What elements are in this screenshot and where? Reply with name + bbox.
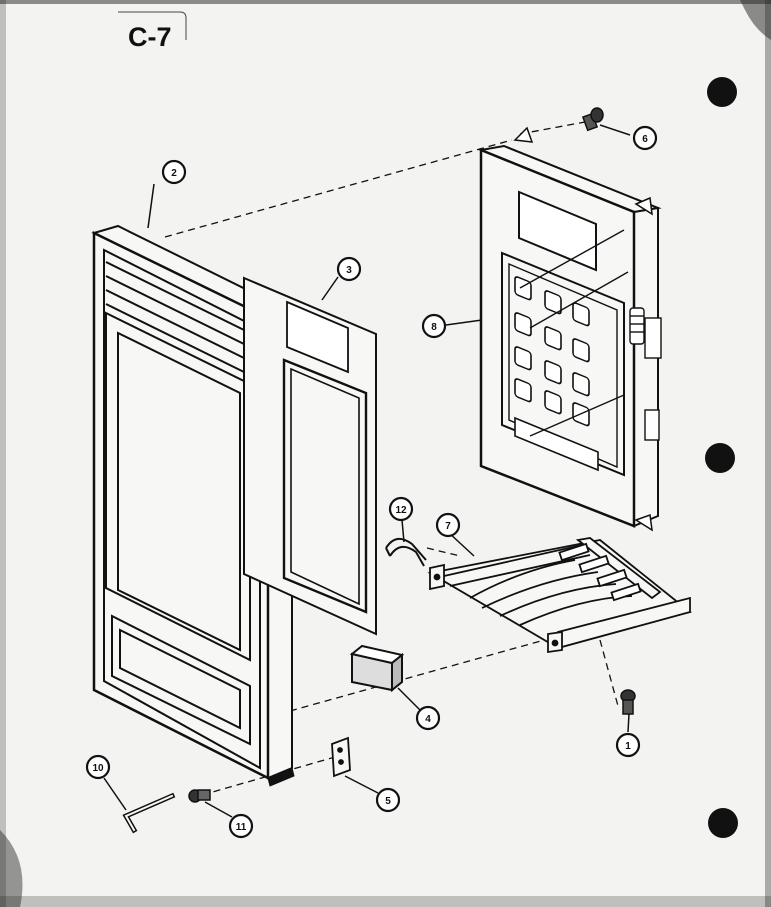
binder-hole-top <box>707 77 737 107</box>
svg-text:8: 8 <box>431 322 437 333</box>
callout-3: 3 <box>336 256 362 282</box>
assembly-dashed-lines <box>164 121 619 796</box>
callout-5: 5 <box>375 787 401 813</box>
callout-1: 1 <box>615 732 641 758</box>
callout-4: 4 <box>415 705 441 731</box>
screw-part-1 <box>620 689 636 715</box>
svg-text:3: 3 <box>346 265 352 276</box>
svg-text:4: 4 <box>425 714 431 725</box>
binder-hole-middle <box>705 443 735 473</box>
callout-10: 10 <box>85 754 111 780</box>
hex-key-part-10 <box>122 792 176 834</box>
svg-text:7: 7 <box>445 521 451 532</box>
small-block-part <box>349 644 405 693</box>
page-code: C-7 <box>128 22 172 52</box>
callout-6: 6 <box>632 125 658 151</box>
callout-2: 2 <box>161 159 187 185</box>
callout-8: 8 <box>421 313 447 339</box>
spring-clip-part <box>385 537 427 567</box>
svg-text:11: 11 <box>236 822 247 833</box>
screw-part-11 <box>188 789 211 803</box>
binder-hole-bottom <box>708 808 738 838</box>
callout-12: 12 <box>388 496 414 522</box>
leader-lines <box>103 124 631 818</box>
control-panel-part <box>477 126 662 532</box>
svg-text:2: 2 <box>171 168 177 179</box>
svg-text:5: 5 <box>385 796 391 807</box>
svg-text:6: 6 <box>642 134 648 145</box>
svg-text:10: 10 <box>92 763 104 774</box>
callout-7: 7 <box>435 512 461 538</box>
callout-11: 11 <box>228 813 254 839</box>
bracket-part-5 <box>331 736 351 778</box>
door-window-panel <box>243 276 377 636</box>
page-code-frame <box>118 11 187 40</box>
svg-text:12: 12 <box>395 505 407 516</box>
latch-switch-assembly <box>427 537 692 654</box>
svg-text:1: 1 <box>625 741 631 752</box>
screw-part-6 <box>581 107 604 132</box>
